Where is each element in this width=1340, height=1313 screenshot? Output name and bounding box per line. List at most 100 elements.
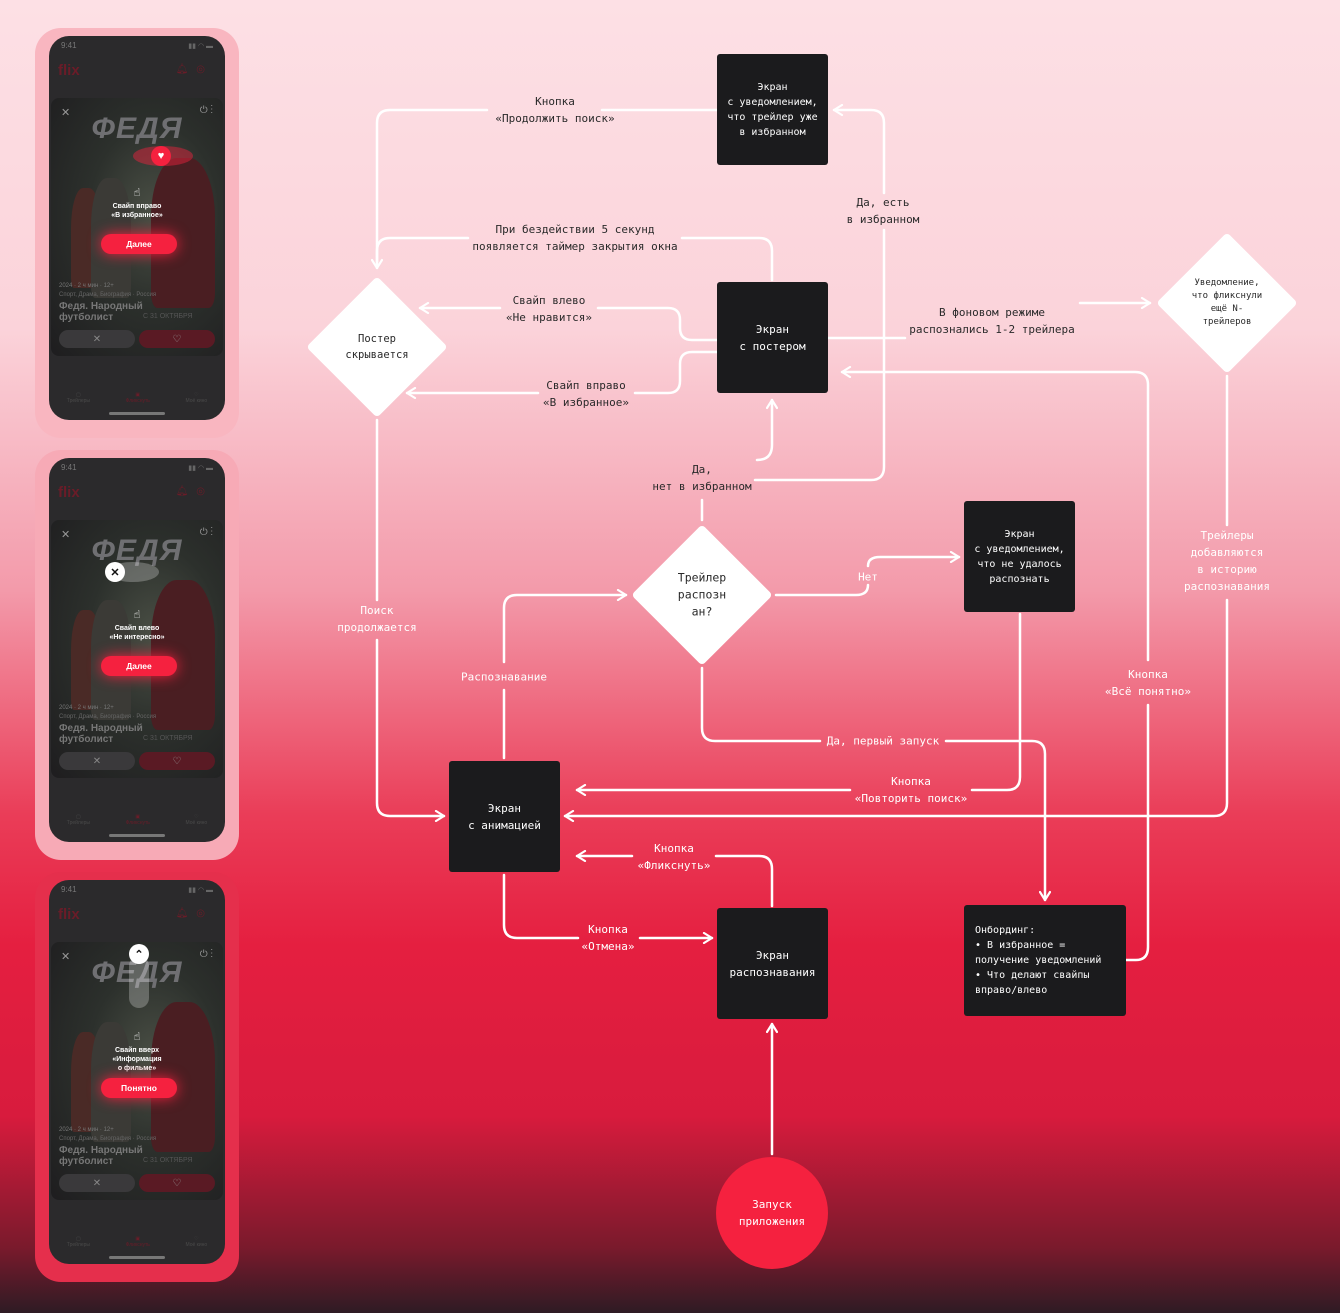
label-idle: При бездействии 5 секунд появляется тайм… [472,223,678,253]
nav-item[interactable]: ▢Трейлеры [66,1236,90,1248]
status-time: 9:41 [61,41,77,50]
nav-item[interactable]: ▣Фликснуть [125,1236,150,1248]
label-retry: Кнопка «Повторить поиск» [854,775,968,805]
node-recognized-text: Трейлер распозн ан? [677,570,727,619]
node-poster-hidden-text: Постер скрывается [345,333,409,361]
nav-icon: ▢ [76,392,81,398]
nav-item[interactable]: ▢Трейлеры [66,814,90,826]
heart-icon: ♥ [151,146,171,166]
nav-item[interactable]: ▢Трейлеры [66,392,90,404]
label-recognition: Распознавание [460,670,548,684]
phone-screen: 9:41 ▮▮ ◠ ▬ flix 🔔︎◎ ФЕДЯ ✕ ⏻ ⋮ ♥ ☝︎ Сва… [49,36,225,420]
nav-item[interactable]: ▣Фликснуть [125,392,150,404]
nav-item[interactable]: ♡Моё кино [185,814,208,826]
label-background: В фоновом режиме распознались 1-2 трейле… [909,306,1075,336]
trailer-card[interactable]: ФЕДЯ ✕ ⏻ ⋮ ♥ ☝︎ Свайп вправо «В избранно… [51,98,223,356]
edge-continue-search [377,108,719,268]
dislike-button[interactable]: ✕ [59,1174,135,1192]
node-animation-screen: Экран с анимацией [449,761,560,872]
close-icon[interactable]: ✕ [61,107,71,119]
app-logo: flix [58,484,80,501]
film-genre: Спорт, Драма, Биография · Россия [59,714,157,720]
close-icon: ✕ [105,562,125,582]
nav-item[interactable]: ♡Моё кино [185,1236,208,1248]
phone-mockup-2: 9:41 ▮▮ ◠ ▬ flix 🔔︎◎ ФЕДЯ ✕ ⏻ ⋮ ✕ ☝︎ Сва… [35,450,239,860]
edge-recognition [502,595,626,760]
film-title: Федя. Народный футболист [59,1145,143,1167]
label-yes-not-fav: Да, нет в избранном [652,463,752,493]
trailer-card[interactable]: ФЕДЯ ✕ ⏻ ⋮ ✕ ☝︎ Свайп влево «Не интересн… [51,520,223,778]
signal-wifi-battery-icon: ▮▮ ◠ ▬ [188,887,213,894]
label-got-it: Кнопка «Всё понятно» [1104,668,1192,698]
close-icon[interactable]: ✕ [61,951,71,963]
home-indicator [109,412,165,415]
profile-icon[interactable]: ◎ [196,486,213,497]
film-meta: 2024 · 2 ч мин · 12+ [59,1127,114,1133]
gesture-hint: Свайп вверх «Информация о фильме» [112,1047,162,1072]
bell-icon[interactable]: 🔔︎ [175,908,197,919]
node-onboarding: Онбординг: • В избранное = получение уве… [964,905,1126,1016]
edge-search-continues [375,418,444,816]
nav-icon: ▣ [135,1236,141,1242]
more-icon[interactable]: ⏻ ⋮ [199,949,213,960]
label-first-launch: Да, первый запуск [826,734,940,748]
label-swipe-left: Свайп влево «Не нравится» [505,294,593,324]
favorite-button[interactable]: ♡ [139,1174,215,1192]
release-date: С 31 ОКТЯБРЯ [143,735,193,742]
hand-gesture-icon: ☝︎ [133,609,141,621]
heart-icon: ♡ [194,392,199,398]
heart-icon: ♡ [194,814,199,820]
close-icon[interactable]: ✕ [61,529,71,541]
bell-icon[interactable]: 🔔︎ [175,64,197,75]
gesture-hint: Свайп влево «Не интересно» [109,625,165,641]
onboarding-next-button[interactable]: Далее [101,234,177,254]
nav-icon: ▣ [135,392,141,398]
swipe-trail [129,956,149,1008]
label-yes-in-fav: Да, есть в избранном [846,196,920,226]
film-genre: Спорт, Драма, Биография · Россия [59,1136,157,1142]
edge-first-launch [700,666,1045,900]
profile-icon[interactable]: ◎ [196,908,213,919]
onboarding-next-button[interactable]: Понятно [101,1078,177,1098]
edge-cancel [502,873,712,938]
bell-icon[interactable]: 🔔︎ [175,486,197,497]
phone-mockup-3: 9:41 ▮▮ ◠ ▬ flix 🔔︎◎ ФЕДЯ ✕ ⏻ ⋮ ⌃ ☝︎ Сва… [35,872,239,1282]
poster-title: ФЕДЯ [91,534,183,567]
app-logo: flix [58,62,80,79]
node-app-launch: Запуск приложения [716,1157,828,1269]
favorite-button[interactable]: ♡ [139,330,215,348]
bottom-nav: ▢Трейлеры ▣Фликснуть ♡Моё кино [49,1236,225,1248]
poster-title: ФЕДЯ [91,112,183,145]
label-flick: Кнопка «Фликснуть» [637,842,711,872]
hand-gesture-icon: ☝︎ [133,187,141,199]
release-date: С 31 ОКТЯБРЯ [143,313,193,320]
edge-retry [577,612,1022,790]
bottom-nav: ▢Трейлеры ▣Фликснуть ♡Моё кино [49,814,225,826]
dislike-button[interactable]: ✕ [59,752,135,770]
status-time: 9:41 [61,885,77,894]
nav-item[interactable]: ▣Фликснуть [125,814,150,826]
edge-yes-not-fav [700,400,772,522]
dislike-button[interactable]: ✕ [59,330,135,348]
node-recognition-screen: Экран распознавания [717,908,828,1019]
signal-wifi-battery-icon: ▮▮ ◠ ▬ [188,43,213,50]
label-cancel: Кнопка «Отмена» [581,923,635,953]
favorite-button[interactable]: ♡ [139,752,215,770]
edge-idle [375,236,774,282]
nav-icon: ▢ [76,814,81,820]
trailer-card[interactable]: ФЕДЯ ✕ ⏻ ⋮ ⌃ ☝︎ Свайп вверх «Информация … [51,942,223,1200]
node-poster-screen: Экран с постером [717,282,828,393]
film-meta: 2024 · 2 ч мин · 12+ [59,705,114,711]
edge-yes-in-fav [753,110,886,482]
nav-icon: ▣ [135,814,141,820]
more-icon[interactable]: ⏻ ⋮ [199,527,213,538]
onboarding-next-button[interactable]: Далее [101,656,177,676]
phone-mockup-1: 9:41 ▮▮ ◠ ▬ flix 🔔︎◎ ФЕДЯ ✕ ⏻ ⋮ ♥ ☝︎ Сва… [35,28,239,438]
signal-wifi-battery-icon: ▮▮ ◠ ▬ [188,465,213,472]
release-date: С 31 ОКТЯБРЯ [143,1157,193,1164]
profile-icon[interactable]: ◎ [196,64,213,75]
film-meta: 2024 · 2 ч мин · 12+ [59,283,114,289]
nav-item[interactable]: ♡Моё кино [185,392,208,404]
more-icon[interactable]: ⏻ ⋮ [199,105,213,116]
